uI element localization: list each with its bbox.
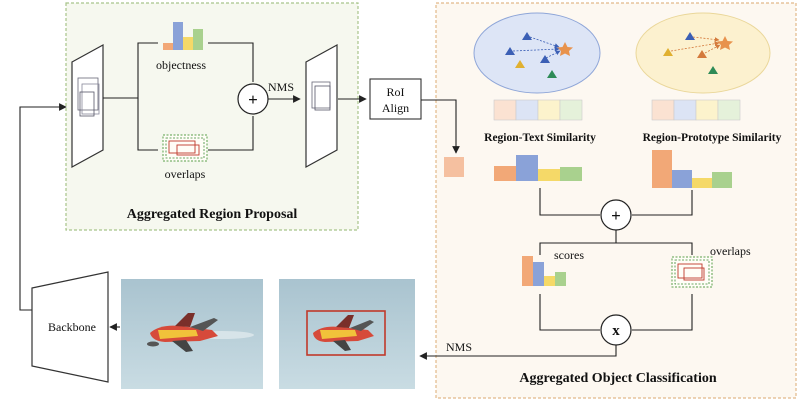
region-text-similarity-strip [493,99,583,121]
feature-map-icon [71,43,104,169]
object-classification-panel: Region-Text Similarity Region-Prototype … [419,2,797,399]
roi-feature-square [444,157,464,177]
roi-align-line2: Align [382,101,409,115]
roi-align-line1: RoI [387,85,405,99]
input-airplane-image [121,279,263,389]
overlaps-label: overlaps [165,167,206,181]
backbone-block: Backbone [31,271,109,383]
scores-bar-chart [522,256,566,286]
plus-symbol-classification: + [611,206,621,225]
detection-box [306,310,386,356]
overlaps-label-classification: overlaps [710,244,751,258]
nms-label-proposal: NMS [268,80,294,94]
region-prototype-similarity-strip [651,99,741,121]
roi-align-block: RoI Align [369,78,422,120]
region-proposal-panel: objectness overlaps + NMS Aggregated Reg… [65,2,359,231]
plus-symbol: + [248,90,258,109]
backbone-label: Backbone [48,320,96,334]
objectness-bar-chart [163,22,203,50]
region-prototype-bar-chart [652,150,732,188]
objectness-label: objectness [156,58,206,72]
times-symbol: x [612,323,620,339]
region-text-bar-chart [494,155,582,181]
region-proposal-title: Aggregated Region Proposal [127,207,298,222]
region-text-embedding-ellipse [473,12,601,94]
object-classification-title: Aggregated Object Classification [519,371,716,386]
region-text-similarity-label: Region-Text Similarity [484,132,596,144]
output-airplane-image [279,279,415,389]
overlaps-box-icon-classification [671,256,713,288]
region-prototype-embedding-ellipse [635,12,771,94]
feature-map-output-icon [305,43,338,169]
overlaps-box-icon [162,134,208,162]
nms-label-classification: NMS [446,340,472,354]
scores-label: scores [554,248,584,262]
region-prototype-similarity-label: Region-Prototype Similarity [643,132,782,144]
